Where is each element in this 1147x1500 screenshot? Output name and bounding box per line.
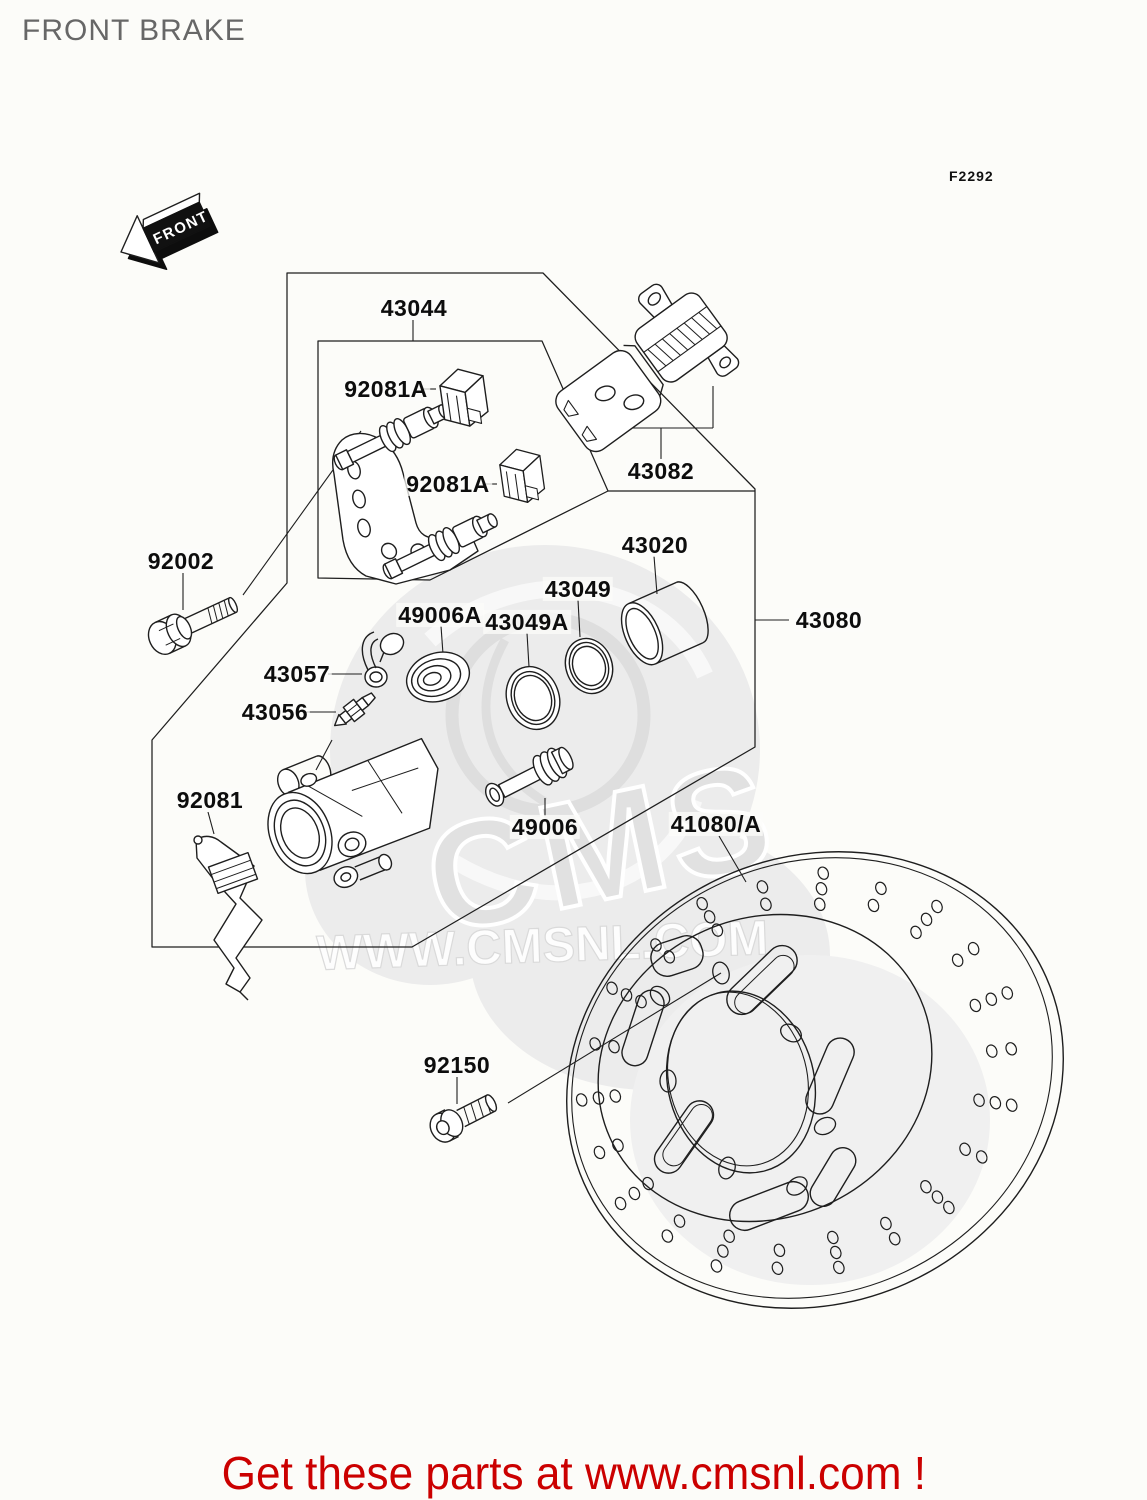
- bleed-valve: [333, 692, 376, 727]
- slide-pin-upper: [333, 404, 449, 471]
- bleed-cap: [361, 631, 405, 688]
- assembly-boxes: [151, 272, 756, 948]
- boot-49006A: [405, 651, 471, 703]
- part-label-41080/A: 41080/A: [668, 810, 764, 837]
- parts-lineart: FRONT: [120, 192, 740, 1143]
- seal-43049A: [505, 665, 561, 731]
- figure-code: F2292: [949, 168, 994, 184]
- disc-bolt-92150: [429, 1094, 498, 1143]
- part-label-92002: 92002: [145, 547, 217, 574]
- box-caliper-assy-43080: [151, 272, 756, 948]
- part-label-43056: 43056: [239, 698, 311, 725]
- watermark: CMS WWW.CMSNL.COM: [305, 545, 990, 1285]
- part-label-43082: 43082: [625, 457, 697, 484]
- part-label-92081A: 92081A: [342, 375, 430, 402]
- part-label-92081: 92081: [174, 786, 246, 813]
- part-label-92150: 92150: [421, 1051, 493, 1078]
- pad-clip-lower: [499, 448, 546, 503]
- part-label-43044: 43044: [378, 294, 450, 321]
- disc-bolt-holes: [649, 961, 837, 1196]
- front-direction-icon: FRONT: [120, 192, 219, 271]
- bolt-92002: [147, 596, 239, 655]
- part-label-49006A: 49006A: [396, 601, 484, 628]
- page-title: FRONT BRAKE: [22, 14, 246, 47]
- footer-link[interactable]: Get these parts at www.cmsnl.com !: [221, 1447, 926, 1499]
- part-label-43080: 43080: [793, 606, 865, 633]
- brake-pad-backing: [634, 283, 740, 383]
- part-label-43049A: 43049A: [483, 608, 571, 635]
- pad-clip-upper: [439, 368, 489, 427]
- disc-slots: [621, 934, 857, 1232]
- slide-pin-lower: [382, 513, 498, 580]
- pin-bolt-49006: [484, 746, 574, 807]
- pad-spring-92081: [193, 835, 263, 1001]
- part-label-43057: 43057: [261, 660, 333, 687]
- part-label-49006: 49006: [509, 813, 581, 840]
- seal-43049: [564, 637, 614, 695]
- box-holder-assy-43044: [317, 340, 609, 581]
- footer: Get these parts at www.cmsnl.com !: [0, 1446, 1147, 1500]
- part-label-43020: 43020: [619, 531, 691, 558]
- disc-drilled-holes: [575, 866, 1018, 1275]
- piston-43020: [620, 581, 709, 666]
- brake-pad-friction: [555, 344, 664, 453]
- part-label-43049: 43049: [542, 575, 614, 602]
- caliper-body: [267, 737, 439, 889]
- brake-disc: [566, 851, 1064, 1309]
- part-label-92081A: 92081A: [404, 470, 492, 497]
